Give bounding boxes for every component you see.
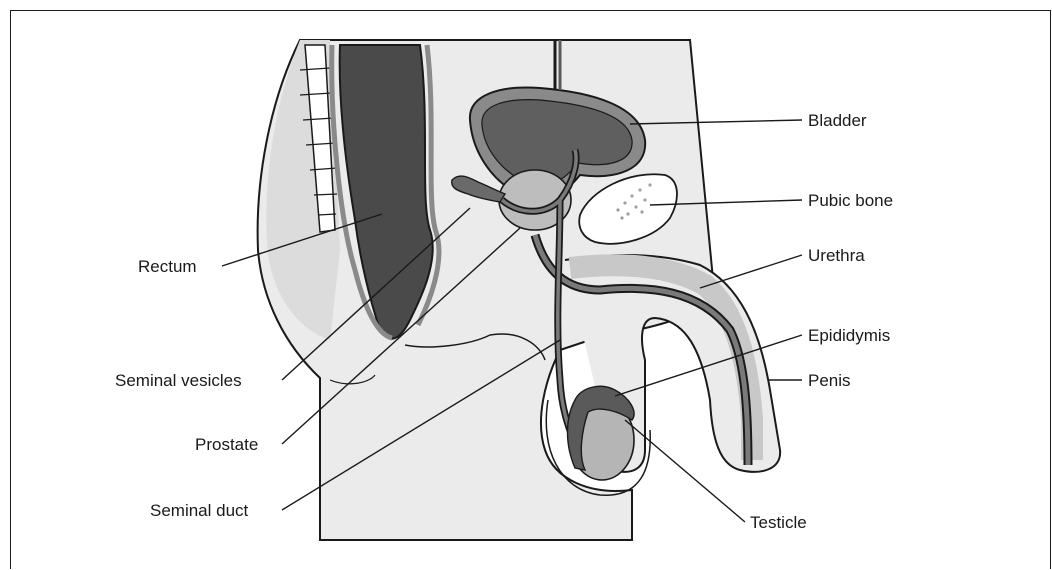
label-urethra: Urethra <box>808 246 865 265</box>
leader-urethra <box>700 255 802 288</box>
label-bladder: Bladder <box>808 111 867 130</box>
label-seminal-duct: Seminal duct <box>150 501 249 520</box>
label-rectum: Rectum <box>138 257 197 276</box>
label-pubic-bone: Pubic bone <box>808 191 893 210</box>
label-prostate: Prostate <box>195 435 258 454</box>
label-seminal-vesicles: Seminal vesicles <box>115 371 242 390</box>
label-epididymis: Epididymis <box>808 326 890 345</box>
label-penis: Penis <box>808 371 851 390</box>
label-testicle: Testicle <box>750 513 807 532</box>
